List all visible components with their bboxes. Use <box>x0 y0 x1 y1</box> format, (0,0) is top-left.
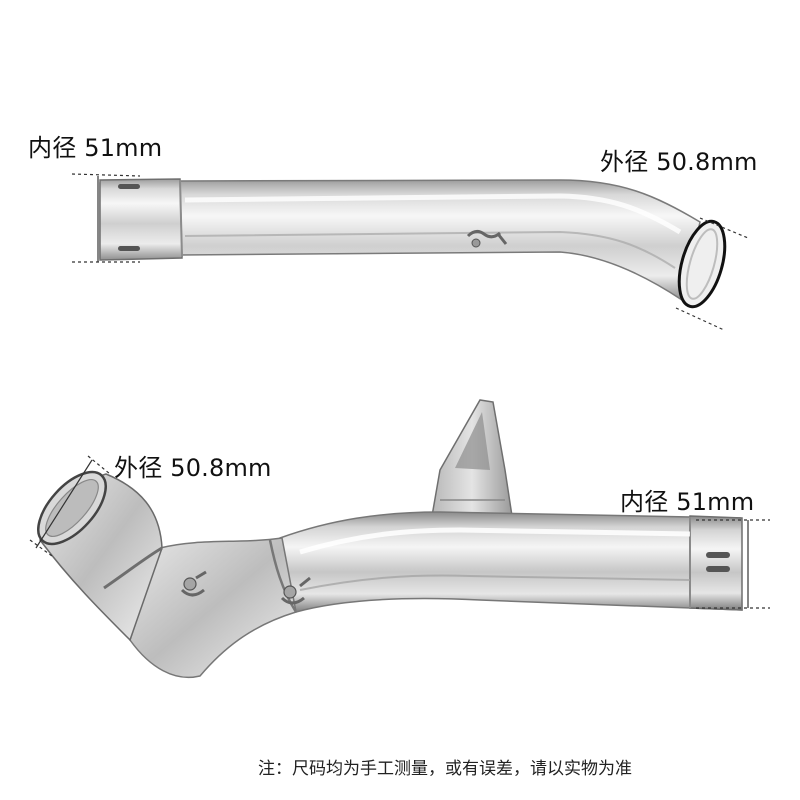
inner-diameter-label-bottom: 内径 51mm <box>620 488 755 516</box>
bottom-left-dimension <box>29 455 111 557</box>
outer-diameter-label-top: 外径 50.8mm <box>600 148 758 176</box>
spring-hook-1 <box>180 570 207 597</box>
measurement-note: 注：尺码均为手工测量，或有误差，请以实物为准 <box>258 759 632 779</box>
bottom-right-dimension <box>696 519 770 609</box>
spring-hook <box>466 229 508 248</box>
top-right-dimension <box>675 217 749 331</box>
top-left-dimension <box>71 173 141 263</box>
inner-diameter-label-top: 内径 51mm <box>28 134 163 162</box>
outer-diameter-label-bottom: 外径 50.8mm <box>114 454 272 482</box>
bottom-pipe <box>37 399 743 678</box>
top-pipe <box>99 178 727 309</box>
mounting-bracket <box>431 399 513 517</box>
spring-hook-2 <box>280 576 311 605</box>
